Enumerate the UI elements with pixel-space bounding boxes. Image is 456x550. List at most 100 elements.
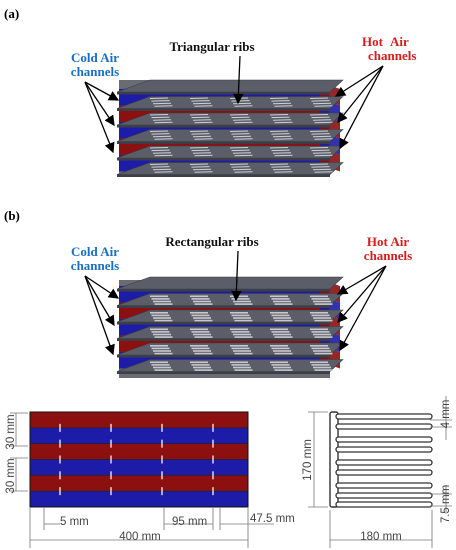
rib <box>231 364 250 366</box>
rib <box>231 314 250 317</box>
rib <box>314 121 333 124</box>
dim-30mm-bottom: 30 mm <box>5 458 17 493</box>
plate-edge <box>117 174 330 177</box>
plate-edge <box>117 141 330 144</box>
rib <box>274 171 293 173</box>
dim-180mm: 180 mm <box>360 531 402 543</box>
rib <box>149 114 169 116</box>
rib <box>314 319 333 322</box>
dim-5mm: 5 mm <box>60 516 89 528</box>
rib <box>272 102 292 105</box>
rib <box>234 171 253 173</box>
rib <box>310 345 328 347</box>
rib <box>270 361 288 364</box>
rib <box>274 336 293 338</box>
rib <box>149 97 169 99</box>
rib <box>150 361 168 364</box>
rib <box>271 116 290 119</box>
front-hot-channel <box>29 475 249 492</box>
front-dimensions <box>10 412 274 548</box>
rib <box>311 314 330 317</box>
panel-b-hot-label-2: channels <box>364 248 412 263</box>
ribs-b <box>150 295 333 371</box>
rib <box>194 138 213 140</box>
rib <box>194 369 213 371</box>
side-fin <box>335 423 433 430</box>
side-fin <box>335 482 433 489</box>
panel-a-label: (a) <box>4 6 19 21</box>
plate-edge <box>117 108 330 111</box>
rib <box>193 333 211 336</box>
arrow-hot-1 <box>334 65 384 97</box>
side-fin <box>335 446 433 453</box>
rib <box>274 352 293 355</box>
plate-edge <box>117 289 330 292</box>
front-view-stripes <box>29 411 249 508</box>
plate-edge <box>117 125 330 128</box>
rib <box>312 168 332 171</box>
rib <box>312 152 332 154</box>
front-view-rib-ticks <box>59 423 214 496</box>
front-cold-channel <box>29 490 249 508</box>
rib <box>314 105 333 107</box>
rib <box>271 347 290 350</box>
rib <box>193 317 211 319</box>
rib <box>151 347 170 350</box>
rib <box>313 366 331 369</box>
rib <box>194 319 213 322</box>
rib <box>271 314 290 317</box>
rib <box>191 116 210 119</box>
plate-edge <box>117 355 330 358</box>
rib <box>271 166 290 168</box>
plates-b <box>116 276 344 374</box>
front-view-border <box>29 411 249 508</box>
rib <box>154 121 173 124</box>
rib <box>274 303 293 305</box>
panel-a-arrows <box>84 55 384 154</box>
rib <box>234 154 253 157</box>
front-view-drawing <box>29 411 249 508</box>
rib <box>192 102 212 105</box>
rib <box>234 336 253 338</box>
rib <box>154 138 173 140</box>
rib <box>152 152 172 154</box>
rib <box>189 130 209 132</box>
arrow-cold-3 <box>84 81 115 154</box>
rib <box>270 328 288 331</box>
rib <box>312 102 332 105</box>
rib <box>272 168 292 171</box>
rib <box>311 331 330 333</box>
front-cold-channel <box>29 459 249 476</box>
rib <box>154 352 173 355</box>
rib <box>314 352 333 355</box>
arrow-hot-3 <box>339 65 384 150</box>
panel-a-hot-label-2: Air <box>390 34 409 49</box>
arrow-to-rib <box>233 55 244 105</box>
rib <box>230 345 248 347</box>
rib <box>269 147 289 149</box>
rib <box>272 135 292 138</box>
rib <box>274 138 293 140</box>
panel-b-cold-label-1: Cold Air <box>71 244 119 259</box>
rib <box>312 119 332 121</box>
rib <box>231 116 250 119</box>
rib <box>314 171 333 173</box>
rib <box>273 300 291 303</box>
side-fin <box>335 459 433 466</box>
rib <box>151 331 170 333</box>
rib <box>314 336 333 338</box>
rib <box>193 300 211 303</box>
rib <box>189 114 209 116</box>
rib <box>193 350 211 352</box>
rib <box>231 331 250 333</box>
rib <box>310 361 328 364</box>
rib <box>153 350 171 352</box>
rib <box>150 312 168 314</box>
rib <box>153 317 171 319</box>
rib <box>269 97 289 99</box>
rib <box>153 333 171 336</box>
rib <box>272 152 292 154</box>
rib <box>234 138 253 140</box>
rib <box>229 147 249 149</box>
rib <box>234 352 253 355</box>
